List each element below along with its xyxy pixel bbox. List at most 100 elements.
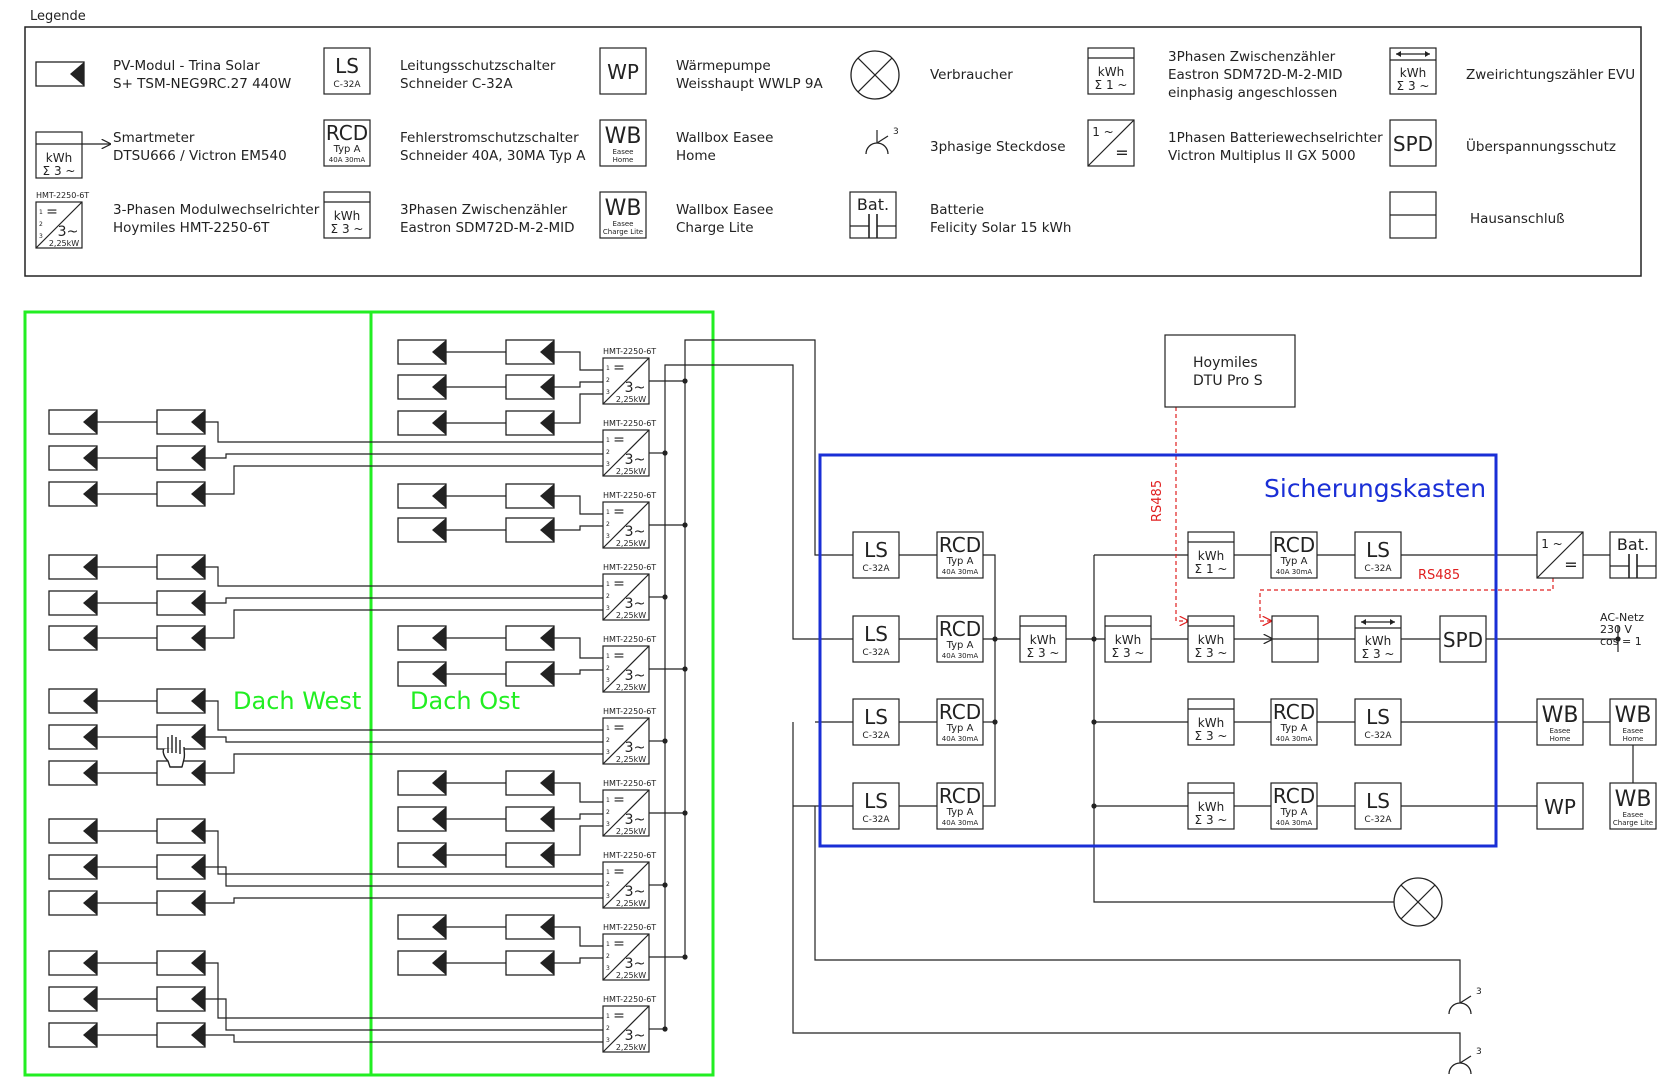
pv-module-triangle <box>540 518 554 542</box>
pv-module-triangle <box>83 819 97 843</box>
pv-module-west <box>156 724 206 750</box>
inverter-dc: = <box>1564 555 1577 574</box>
hand-cursor-icon <box>162 735 186 768</box>
wire <box>1093 555 1395 903</box>
rcd-type: Typ A <box>1280 807 1308 818</box>
wiring <box>97 339 1634 1050</box>
wallbox-home-sub: Easee <box>1550 727 1571 735</box>
pv-module-triangle <box>540 915 554 939</box>
rcd-frame <box>936 615 984 663</box>
legend-text: Wärmepumpe <box>676 58 771 74</box>
battery-label: Bat. <box>857 195 889 214</box>
ls-label: LS <box>1366 538 1390 562</box>
wire <box>792 722 1461 1050</box>
house-connection-icon <box>1389 191 1437 239</box>
pv-module-west <box>48 950 98 976</box>
rcd-type: Typ A <box>946 807 974 818</box>
pv-module-icon <box>35 61 85 87</box>
pv-module-west <box>48 554 98 580</box>
legend-text: 3Phasen Zwischenzähler <box>400 202 568 218</box>
pv-module-triangle <box>432 484 446 508</box>
legend-text: einphasig angeschlossen <box>1168 85 1337 101</box>
rcd-type: Typ A <box>1280 556 1308 567</box>
surge-protector-label: SPD <box>1443 628 1483 652</box>
inverter-input-number: 3 <box>606 893 610 900</box>
wire <box>205 597 603 604</box>
meter-frame <box>1104 615 1152 663</box>
pv-module-west <box>156 481 206 507</box>
inverter-input-number: 3 <box>606 533 610 540</box>
wallbox-lite-icon-label: WB <box>605 196 642 221</box>
wire <box>983 554 996 807</box>
pv-module-triangle <box>432 807 446 831</box>
pv-module-triangle <box>432 375 446 399</box>
rcd-label: RCD <box>326 121 368 145</box>
wallbox-home-sub2: Home <box>1550 735 1571 743</box>
pv-module-east <box>397 410 447 436</box>
pv-module-east <box>397 661 447 687</box>
junction-dot <box>1615 636 1621 642</box>
inverter-diagonal <box>35 201 83 249</box>
inverter-input-number: 2 <box>606 449 610 456</box>
wire <box>1175 407 1188 621</box>
pv-module-east <box>397 517 447 543</box>
inverter-model: HMT-2250-6T <box>603 779 656 788</box>
inverter-ac: 3~ <box>625 740 646 756</box>
inverter-power: 2,25kW <box>616 1043 646 1052</box>
rcd-rating: 40A 30mA <box>942 568 979 576</box>
rcd-type: Typ A <box>946 723 974 734</box>
legend-text: Überspannungsschutz <box>1466 137 1616 155</box>
pv-module-triangle <box>191 482 205 506</box>
inverter-power: 2,25kW <box>616 755 646 764</box>
pv-module-triangle <box>191 725 205 749</box>
rcd-label: RCD <box>1273 700 1315 724</box>
wire <box>205 609 603 639</box>
inverter-input-number: 2 <box>606 953 610 960</box>
inverter-model: HMT-2250-6T <box>36 191 89 200</box>
wire <box>814 806 1461 990</box>
inverter-dc: = <box>613 648 625 664</box>
socket-pin <box>1459 1055 1472 1064</box>
inverter-ac: 3~ <box>625 956 646 972</box>
ls-frame <box>852 615 900 663</box>
socket-pin <box>1459 995 1472 1004</box>
inverter-power: 2,25kW <box>616 611 646 620</box>
pv-module-triangle <box>83 725 97 749</box>
inverter-diagonal <box>602 1005 650 1053</box>
meter-frame <box>1187 782 1235 830</box>
pv-module-triangle <box>432 951 446 975</box>
legend-text: Batterie <box>930 202 984 218</box>
inverter-power: 2,25kW <box>616 467 646 476</box>
inverter-diagonal <box>602 573 650 621</box>
rcd-label: RCD <box>939 533 981 557</box>
meter-sum: Σ 3 ~ <box>1195 646 1228 660</box>
meter-unit: kWh <box>1198 716 1224 730</box>
pv-module-triangle <box>83 591 97 615</box>
inverter-input-number: 2 <box>606 881 610 888</box>
wire <box>554 381 603 388</box>
heat-pump-frame <box>1536 782 1584 830</box>
consumer-cross <box>857 57 893 93</box>
inverter-model: HMT-2250-6T <box>603 563 656 572</box>
inverter-model: HMT-2250-6T <box>603 923 656 932</box>
socket-pin <box>876 135 889 144</box>
pv-module-triangle <box>540 484 554 508</box>
inverter-ac: 3~ <box>625 524 646 540</box>
roof-east-label: Dach Ost <box>410 687 520 715</box>
wire <box>1259 571 1554 621</box>
rcd-label: RCD <box>939 784 981 808</box>
inverter-input-number: 3 <box>606 1037 610 1044</box>
